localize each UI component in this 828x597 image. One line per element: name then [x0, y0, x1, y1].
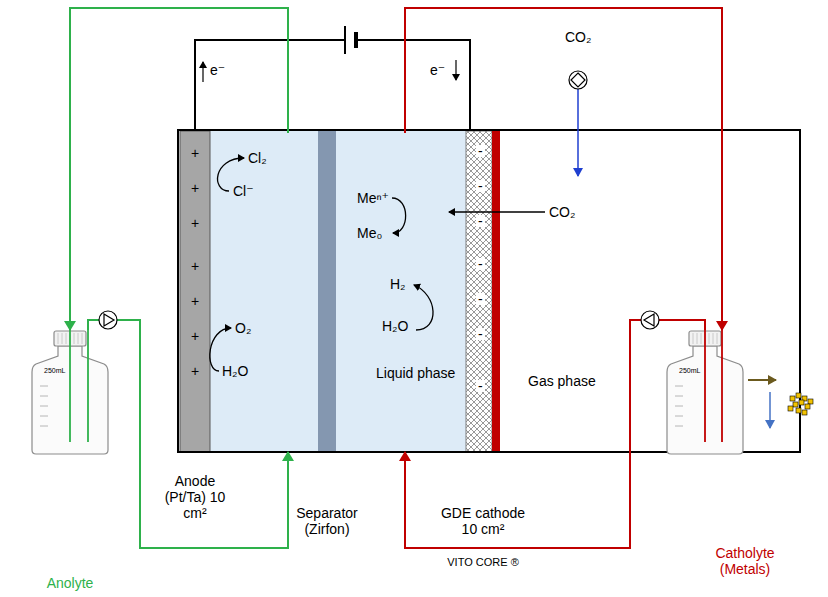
- charge-sign: +: [191, 180, 199, 196]
- reaction-arrows: [210, 158, 433, 371]
- charge-sign: +: [191, 363, 199, 379]
- part-caption: VITO CORE ®: [428, 556, 538, 569]
- cathode-compartment: Meⁿ⁺ Me₀ H₂ H₂O Liquid phase: [336, 133, 466, 452]
- node-text: Gas phase: [528, 373, 596, 389]
- electron-label: e⁻: [430, 62, 445, 78]
- part-caption: Anolyte: [35, 575, 105, 591]
- node-text: H₂O: [382, 318, 408, 334]
- bottle-outline: [30, 330, 110, 455]
- charge-sign: -: [476, 215, 485, 227]
- gas-label: CO₂: [549, 204, 575, 220]
- anode-compartment: Cl₂ Cl⁻ O₂ H₂O: [210, 133, 318, 452]
- charge-sign: +: [191, 258, 199, 274]
- node-text: H₂: [390, 276, 406, 292]
- electrolyte-tube: [405, 320, 705, 548]
- charge-sign: -: [476, 380, 485, 392]
- part-caption: Anode (Pt/Ta) 10 cm²: [164, 473, 226, 521]
- node-text: 250mL: [44, 366, 65, 375]
- node-text: Cl⁻: [233, 183, 254, 199]
- electrolyte-tube: [405, 8, 722, 330]
- charge-sign: -: [476, 258, 485, 270]
- bottle-outline: [665, 330, 745, 455]
- separator-membrane: Separator (Zirfon): [318, 133, 336, 452]
- charge-sign: +: [191, 328, 199, 344]
- node-text: Meⁿ⁺: [357, 190, 389, 206]
- catholyte-bottle: 250mLCatholyte (Metals): [665, 330, 745, 455]
- metal-product: [748, 380, 813, 415]
- node-text: Liquid phase: [376, 365, 455, 381]
- node-text: Cl₂: [248, 150, 267, 166]
- electrolyte-tube: [88, 320, 288, 548]
- part-caption: Separator (Zirfon): [287, 505, 367, 537]
- anolyte-pump: [99, 311, 117, 329]
- node-text: H₂O: [222, 363, 248, 379]
- gas-flow-meter: [569, 71, 587, 89]
- electron-label: e⁻: [210, 62, 225, 78]
- node-text: Me₀: [357, 225, 382, 241]
- charge-sign: +: [191, 145, 199, 161]
- node-text: O₂: [235, 320, 251, 336]
- part-caption: GDE cathode 10 cm²: [438, 505, 528, 537]
- charge-sign: -: [476, 180, 485, 192]
- charge-sign: -: [476, 293, 485, 305]
- gas-compartment: Gas phase: [500, 133, 800, 452]
- charge-sign: +: [191, 293, 199, 309]
- charge-sign: -: [476, 328, 485, 340]
- gas-label: CO₂: [565, 29, 591, 45]
- power-supply: [195, 26, 470, 130]
- catholyte-pump: [641, 311, 659, 329]
- electrolyte-tube: [70, 8, 288, 330]
- charge-sign: -: [476, 145, 485, 157]
- anolyte-bottle: 250mLAnolyte: [30, 330, 110, 455]
- charge-sign: +: [191, 215, 199, 231]
- node-text: 250mL: [679, 366, 700, 375]
- part-caption: Catholyte (Metals): [700, 545, 790, 577]
